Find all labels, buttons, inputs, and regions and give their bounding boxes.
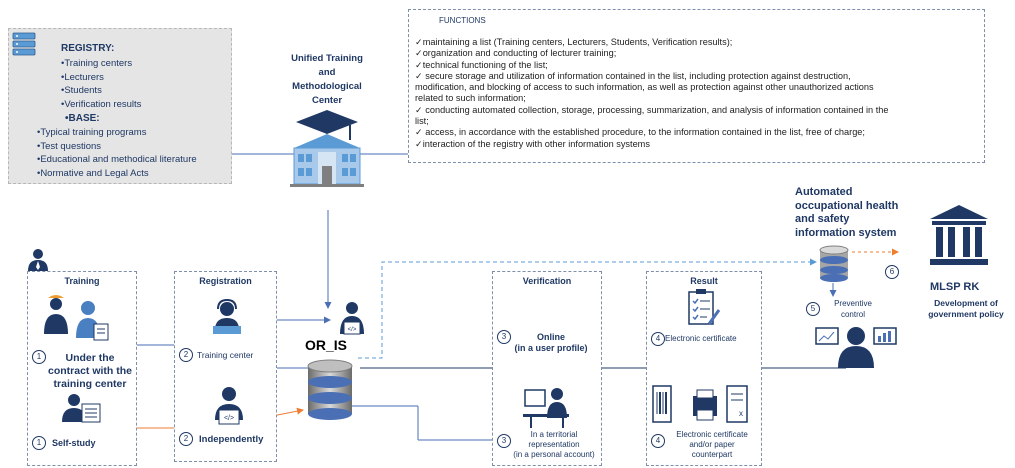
function-line: ✓ secure storage and utilization of info… bbox=[415, 70, 851, 81]
function-line: ✓interaction of the registry with other … bbox=[415, 138, 650, 149]
person-at-computer-icon bbox=[523, 388, 569, 428]
registry-title: REGISTRY: bbox=[61, 43, 115, 54]
step-number: 4 bbox=[651, 434, 665, 448]
function-line: ✓maintaining a list (Training centers, L… bbox=[415, 37, 733, 47]
system-database-icon bbox=[819, 245, 849, 282]
center-title: Unified Training and Methodological Cent… bbox=[291, 53, 363, 106]
worker-with-document-icon bbox=[44, 295, 109, 341]
step-number: 2 bbox=[179, 348, 193, 362]
paper-certificate-label: Electronic certificate and/or paper coun… bbox=[676, 430, 748, 459]
step-number: 1 bbox=[32, 436, 46, 450]
training-box: Training 1 Under the contract with the t… bbox=[27, 271, 137, 466]
independently-label: Independently bbox=[199, 434, 264, 445]
mlsp-subtitle: Development of government policy bbox=[928, 298, 1004, 319]
registry-item: •Lecturers bbox=[61, 71, 104, 83]
base-item: •Test questions bbox=[37, 140, 102, 152]
functions-box: FUNCTIONS ✓maintaining a list (Training … bbox=[408, 9, 985, 163]
registry-item: •Students bbox=[61, 85, 102, 97]
automated-system-title: Automated occupational health and safety… bbox=[795, 186, 899, 239]
dashed-line-to-system bbox=[358, 258, 817, 359]
step-number: 4 bbox=[651, 332, 665, 346]
person-icon bbox=[28, 249, 48, 271]
function-line: list; bbox=[415, 116, 429, 127]
registry-list: •Training centers •Lecturers •Students •… bbox=[61, 57, 141, 112]
electronic-certificate-label: Electronic certificate bbox=[665, 334, 737, 343]
base-list: •Typical training programs •Test questio… bbox=[37, 126, 197, 181]
preventive-control-label: Preventive control bbox=[834, 299, 872, 319]
step-number: 3 bbox=[497, 330, 511, 344]
analyst-monitors-icon bbox=[815, 327, 897, 368]
registry-item: •Verification results bbox=[61, 99, 142, 111]
result-title: Result bbox=[690, 276, 718, 286]
developer-icon: </> bbox=[340, 302, 364, 335]
training-title: Training bbox=[64, 276, 100, 286]
database-server-icon bbox=[12, 32, 36, 56]
base-item: •Typical training programs bbox=[37, 127, 147, 138]
verification-box: Verification 3 Online (in a user profile… bbox=[492, 271, 602, 466]
developer-laptop-icon: </> bbox=[215, 387, 243, 425]
svg-text:x: x bbox=[739, 409, 743, 418]
function-line: ✓organization and conducting of lecturer… bbox=[415, 48, 617, 59]
svg-text:</>: </> bbox=[348, 327, 357, 333]
self-study-label: Self-study bbox=[52, 438, 96, 448]
student-reading-icon bbox=[62, 394, 101, 423]
verification-title: Verification bbox=[522, 276, 572, 286]
functions-list: ✓maintaining a list (Training centers, L… bbox=[415, 37, 980, 150]
territorial-label: In a territorial representation (in a pe… bbox=[513, 430, 595, 459]
online-label: Online (in a user profile) bbox=[514, 332, 588, 353]
function-line: ✓ conducting automated collection, stora… bbox=[415, 104, 889, 115]
operator-headset-icon bbox=[213, 298, 241, 334]
step-number: 5 bbox=[806, 302, 820, 316]
registration-box: Registration 2 Training center </> 2 Ind… bbox=[174, 271, 277, 462]
step-number: 2 bbox=[179, 432, 193, 446]
base-item: •Educational and methodical literature bbox=[37, 154, 197, 166]
database-icon bbox=[307, 359, 353, 420]
university-building-icon bbox=[290, 110, 364, 187]
registry-item: •Training centers bbox=[61, 58, 133, 69]
svg-text:</>: </> bbox=[224, 415, 234, 422]
step-number: 1 bbox=[32, 350, 46, 364]
training-center-label: Training center bbox=[197, 350, 254, 360]
function-line: modification, and blocking of access to … bbox=[415, 82, 874, 93]
step-number: 3 bbox=[497, 434, 511, 448]
function-line: related to such information; bbox=[415, 93, 526, 104]
mlsp-title: MLSP RK bbox=[930, 281, 980, 293]
checklist-icon bbox=[688, 289, 721, 325]
base-title: •BASE: bbox=[65, 113, 100, 124]
registry-box: REGISTRY: •Training centers •Lecturers •… bbox=[8, 28, 232, 184]
function-line: ✓technical functioning of the list; bbox=[415, 59, 548, 70]
step-number: 6 bbox=[885, 265, 899, 279]
functions-header: FUNCTIONS bbox=[439, 16, 486, 25]
base-item: •Normative and Legal Acts bbox=[37, 168, 149, 180]
function-line: ✓ access, in accordance with the establi… bbox=[415, 127, 865, 138]
documents-printer-icon: x bbox=[652, 385, 748, 423]
result-box: Result 4 Electronic certificate x 4 Elec… bbox=[646, 271, 762, 466]
government-building-icon bbox=[930, 205, 988, 265]
registration-title: Registration bbox=[199, 276, 252, 286]
training-contract-label: Under the contract with the training cen… bbox=[47, 352, 132, 390]
or-is-label: OR_IS bbox=[305, 337, 348, 353]
